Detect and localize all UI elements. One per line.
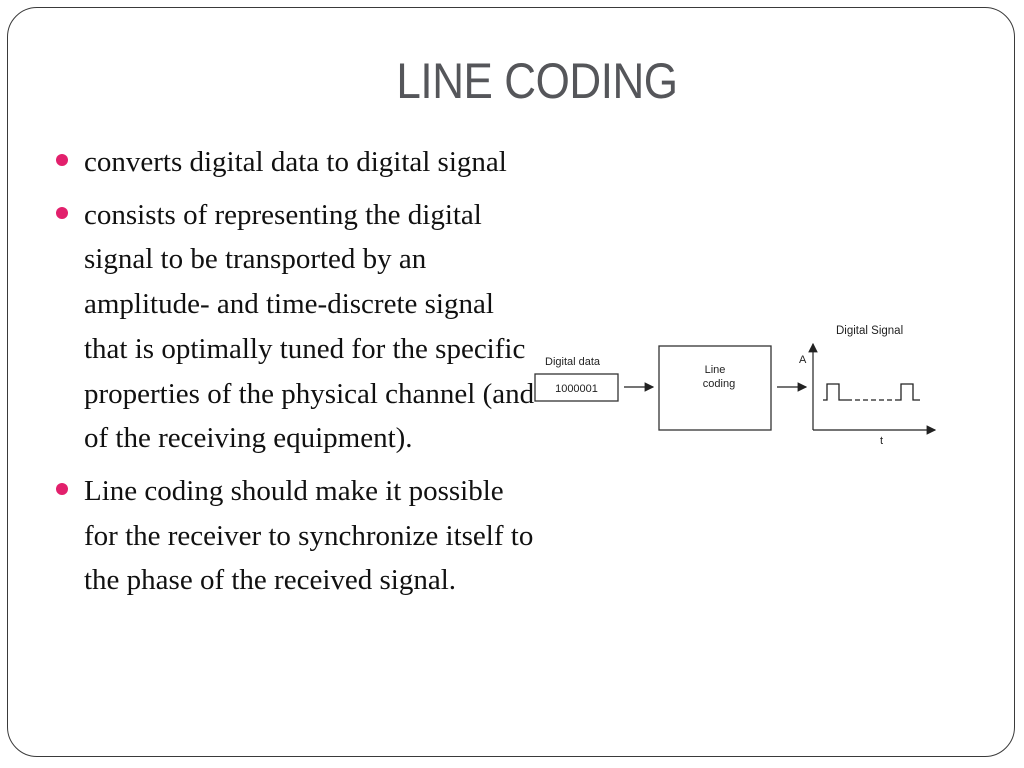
block-label-line1: Line xyxy=(705,364,726,376)
block-label-line2: coding xyxy=(703,378,735,390)
pulse-waveform-end xyxy=(899,383,920,401)
x-axis-label: t xyxy=(880,435,883,447)
bullet-item-3: Line coding should make it possible for … xyxy=(56,469,536,603)
output-label: Digital Signal xyxy=(836,325,903,337)
bullet-dot-icon xyxy=(56,482,68,495)
bullet-item-2: consists of representing the digital sig… xyxy=(56,193,536,461)
bullet-text-1: converts digital data to digital signal xyxy=(84,146,507,178)
line-coding-diagram: Digital data 1000001 Line coding Digital… xyxy=(534,325,937,447)
bullet-list: converts digital data to digital signal … xyxy=(56,140,536,611)
line-coding-block xyxy=(658,345,772,431)
input-data-box xyxy=(534,373,619,402)
bullet-text-2: consists of representing the digital sig… xyxy=(84,198,535,455)
bullet-dot-icon xyxy=(56,206,68,219)
slide-title: LINE CODING xyxy=(396,53,678,109)
y-axis-label: A xyxy=(799,354,807,366)
pulse-waveform-start xyxy=(823,383,847,401)
input-data-value: 1000001 xyxy=(555,383,598,395)
bullet-dot-icon xyxy=(56,154,68,166)
slide-frame xyxy=(7,7,1015,757)
bullet-text-3: Line coding should make it possible for … xyxy=(84,474,534,597)
input-label: Digital data xyxy=(545,356,601,368)
bullet-item-1: converts digital data to digital signal xyxy=(56,140,536,185)
